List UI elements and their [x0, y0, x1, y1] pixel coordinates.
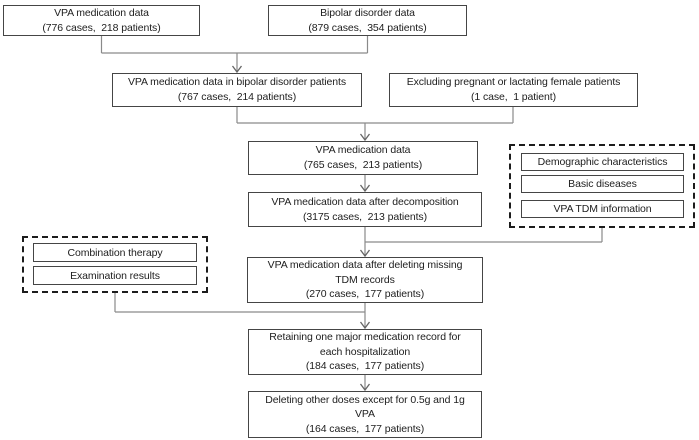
arrowhead-icon — [359, 184, 371, 193]
node-vpa-tdm-information: VPA TDM information — [521, 200, 684, 218]
node-demographic-characteristics: Demographic characteristics — [521, 153, 684, 171]
node-text-line: each hospitalization — [319, 345, 411, 358]
connector-line — [364, 227, 603, 255]
node-text-line: Deleting other doses except for 0.5g and… — [265, 393, 465, 406]
node-stats-line: (765 cases, 213 patients) — [303, 159, 423, 171]
node-text-line: Demographic characteristics — [537, 156, 668, 168]
node-excluding-pregnant-lactating: Excluding pregnant or lactating female p… — [389, 73, 638, 107]
node-deleting-other-doses: Deleting other doses except for 0.5g and… — [248, 391, 482, 438]
connector-line — [100, 36, 369, 71]
node-stats-line: (879 cases, 354 patients) — [308, 21, 427, 34]
connector-line — [236, 107, 514, 139]
node-stats-line: (184 cases, 177 patients) — [305, 360, 425, 373]
node-stats-line: (164 cases, 177 patients) — [305, 422, 425, 435]
arrowhead-icon — [359, 383, 371, 392]
node-text-line: TDM records — [335, 273, 395, 286]
node-basic-diseases: Basic diseases — [521, 175, 684, 193]
node-text-line: VPA — [355, 408, 375, 421]
node-text-line: Bipolar disorder data — [320, 6, 415, 19]
connector-line — [114, 293, 366, 327]
arrowhead-icon — [359, 249, 371, 258]
node-vpa-medication-data-source: VPA medication data (776 cases, 218 pati… — [3, 5, 200, 36]
node-combination-therapy: Combination therapy — [33, 243, 197, 262]
node-text-line: VPA medication data — [315, 144, 411, 156]
node-text-line: VPA medication data in bipolar disorder … — [128, 76, 346, 88]
arrowhead-icon — [359, 321, 371, 330]
node-text-line: VPA medication data — [54, 6, 149, 19]
node-vpa-medication-data-765: VPA medication data (765 cases, 213 pati… — [248, 141, 478, 175]
node-stats-line: (776 cases, 218 patients) — [42, 21, 161, 34]
node-bipolar-disorder-data: Bipolar disorder data (879 cases, 354 pa… — [268, 5, 467, 36]
node-text-line: VPA medication data after deleting missi… — [267, 259, 463, 272]
node-vpa-in-bipolar-patients: VPA medication data in bipolar disorder … — [112, 73, 362, 107]
node-text-line: VPA TDM information — [553, 203, 652, 215]
node-text-line: Basic diseases — [568, 178, 637, 190]
node-after-decomposition: VPA medication data after decomposition … — [248, 192, 482, 227]
node-deleting-missing-tdm-records: VPA medication data after deleting missi… — [247, 257, 483, 303]
node-text-line: Combination therapy — [67, 246, 163, 259]
node-stats-line: (3175 cases, 213 patients) — [303, 210, 427, 223]
node-text-line: Retaining one major medication record fo… — [269, 331, 461, 344]
node-retaining-major-record: Retaining one major medication record fo… — [248, 329, 482, 375]
arrowhead-icon — [231, 65, 243, 74]
node-text-line: VPA medication data after decomposition — [271, 195, 459, 208]
node-stats-line: (1 case, 1 patient) — [471, 91, 556, 103]
node-stats-line: (767 cases, 214 patients) — [177, 91, 297, 103]
node-stats-line: (270 cases, 177 patients) — [305, 288, 425, 301]
node-text-line: Examination results — [70, 269, 160, 282]
node-examination-results: Examination results — [33, 266, 197, 285]
arrowhead-icon — [359, 133, 371, 142]
node-text-line: Excluding pregnant or lactating female p… — [406, 76, 621, 88]
